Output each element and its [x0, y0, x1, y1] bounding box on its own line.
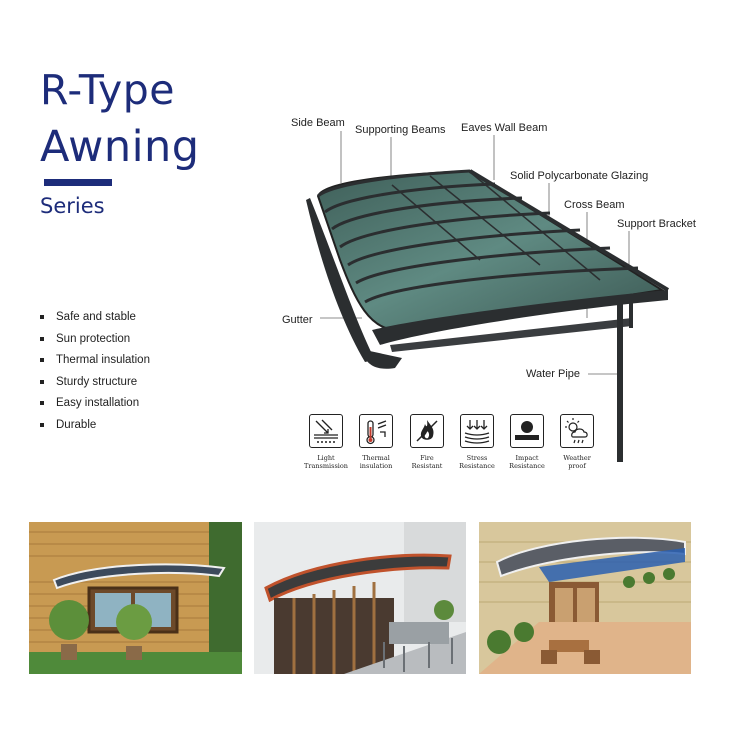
label-cross-beam: Cross Beam: [564, 199, 625, 211]
feature-item: Thermal insulation: [40, 352, 150, 374]
awning-diagram: [306, 131, 670, 462]
label-supporting-beams: Supporting Beams: [355, 124, 446, 136]
stress-resistance-icon: [460, 414, 494, 448]
feature-item: Sturdy structure: [40, 374, 150, 396]
label-eaves-wall-beam: Eaves Wall Beam: [461, 122, 548, 134]
light-transmission-icon: [309, 414, 343, 448]
thermal-insulation-icon: [359, 414, 393, 448]
feature-list: Safe and stable Sun protection Thermal i…: [40, 309, 150, 438]
feature-item: Easy installation: [40, 395, 150, 417]
label-support-bracket: Support Bracket: [617, 218, 696, 230]
feature-item: Safe and stable: [40, 309, 150, 331]
photo-patio-awning: [254, 522, 466, 674]
label-side-beam: Side Beam: [291, 117, 345, 129]
label-gutter: Gutter: [282, 314, 313, 326]
title-line-2: Awning: [40, 122, 200, 172]
photo-terrace-awning: [479, 522, 691, 674]
label-glazing: Solid Polycarbonate Glazing: [510, 170, 649, 182]
label-water-pipe: Water Pipe: [526, 368, 581, 380]
title-subtitle: Series: [40, 194, 105, 218]
fire-resistant-icon: [410, 414, 444, 448]
impact-resistance-icon: [510, 414, 544, 448]
title-line-1: R-Type: [40, 66, 176, 114]
weather-proof-icon: [560, 414, 594, 448]
title-accent-bar: [44, 179, 112, 186]
photo-wood-wall-awning: [29, 522, 242, 674]
feature-item: Sun protection: [40, 331, 150, 353]
feature-item: Durable: [40, 417, 150, 439]
